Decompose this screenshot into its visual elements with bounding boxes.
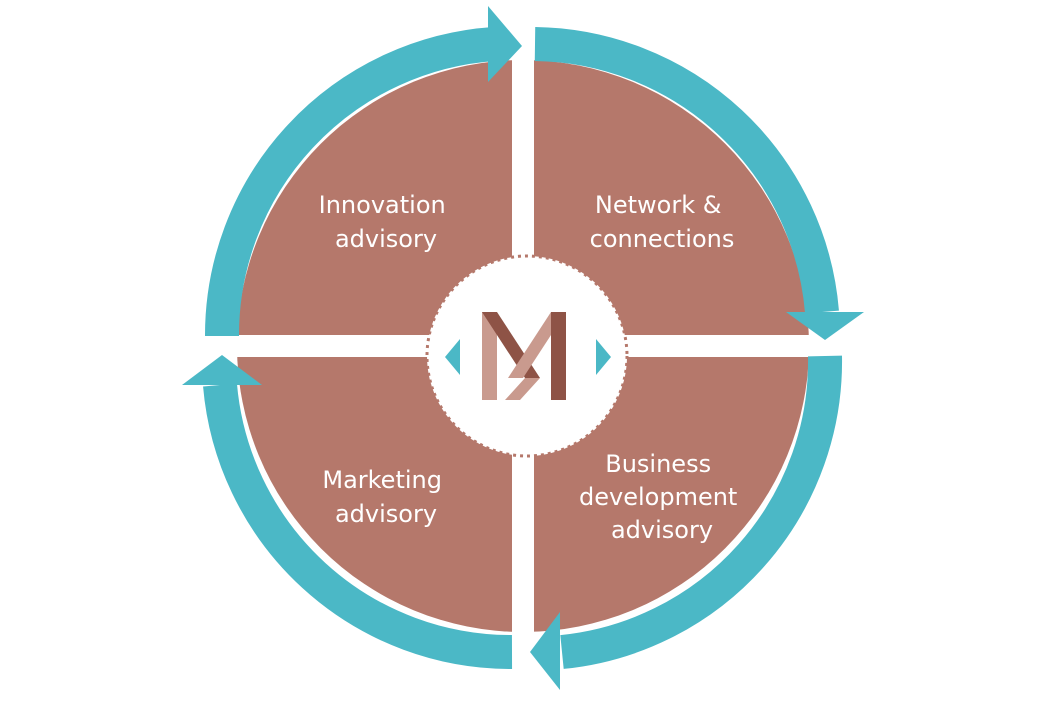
- label-line: advisory: [335, 500, 437, 528]
- arrow-head-top: [488, 6, 522, 82]
- cycle-arrows: [182, 6, 864, 690]
- label-line: Innovation: [319, 191, 446, 219]
- quadrant-network-connections: [523, 60, 809, 346]
- label-innovation-advisory: Innovation advisory: [319, 191, 454, 253]
- m-monogram-logo: [482, 312, 566, 400]
- label-business-development-advisory: Business development advisory: [579, 450, 745, 544]
- arrow-arc-top-right: [534, 27, 839, 314]
- label-line: advisory: [335, 225, 437, 253]
- triangle-right-icon: [596, 339, 611, 375]
- quadrant-labels: Innovation advisory Network & connection…: [319, 191, 745, 544]
- label-line: advisory: [611, 516, 713, 544]
- label-line: connections: [590, 225, 735, 253]
- label-marketing-advisory: Marketing advisory: [322, 466, 449, 528]
- label-network-connections: Network & connections: [590, 191, 735, 253]
- triangle-left-icon: [445, 339, 460, 375]
- label-line: Network &: [595, 191, 722, 219]
- quadrant-innovation-advisory: [237, 60, 523, 346]
- arrow-arc-bottom-left: [203, 383, 513, 670]
- arrow-head-right: [786, 312, 864, 340]
- arrow-arc-top-left: [204, 27, 496, 337]
- arrow-head-left: [182, 355, 262, 385]
- label-line: Marketing: [322, 466, 442, 494]
- arrow-head-bottom: [530, 612, 560, 690]
- label-line: development: [579, 483, 737, 511]
- center-hub: [425, 254, 629, 458]
- arrow-arc-bottom-right: [560, 355, 843, 669]
- label-line: Business: [605, 450, 711, 478]
